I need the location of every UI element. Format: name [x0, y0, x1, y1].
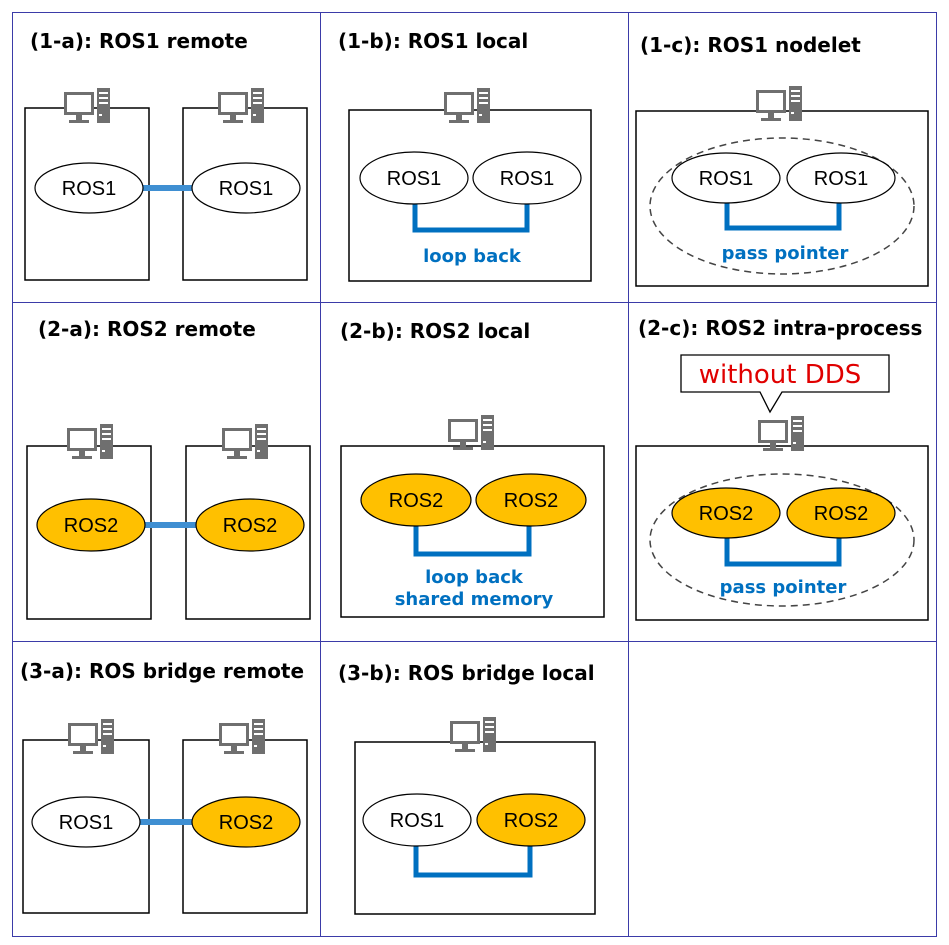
- node-label: ROS1: [814, 168, 868, 190]
- node-label: ROS1: [219, 178, 273, 200]
- node-ellipse: [476, 793, 586, 847]
- cell-2b: (2-b): ROS2 local ROS2 ROS2 loop back sh…: [340, 319, 605, 618]
- node-ellipse: [34, 162, 144, 214]
- cell-1b: (1-b): ROS1 local ROS1 ROS1 loop back: [338, 29, 592, 282]
- node-label: ROS2: [219, 812, 273, 834]
- node-label: ROS2: [64, 515, 118, 537]
- loopback-link: [413, 845, 533, 878]
- cell-2a: (2-a): ROS2 remote ROS2 ROS2: [26, 317, 311, 620]
- cell-title: (2-c): ROS2 intra-process: [638, 316, 922, 340]
- callout-bubble: [680, 354, 890, 414]
- node-label: ROS1: [59, 812, 113, 834]
- node-ellipse: [475, 473, 587, 527]
- node-label: ROS1: [699, 168, 753, 190]
- node-label: ROS2: [389, 490, 443, 512]
- node-label: ROS1: [390, 810, 444, 832]
- node-label: ROS1: [500, 168, 554, 190]
- node-label: ROS2: [223, 515, 277, 537]
- process-boundary: [649, 137, 915, 275]
- cell-title: (1-b): ROS1 local: [338, 29, 528, 53]
- cell-title: (1-a): ROS1 remote: [30, 29, 248, 53]
- node-label: ROS2: [504, 490, 558, 512]
- link-label: pass pointer: [722, 243, 849, 264]
- node-ellipse: [31, 796, 141, 848]
- cell-title: (3-a): ROS bridge remote: [20, 659, 304, 683]
- node-ellipse: [786, 152, 896, 204]
- cell-3b: (3-b): ROS bridge local ROS1 ROS2: [338, 661, 596, 915]
- callout-text: without DDS: [699, 360, 862, 390]
- grid: [12, 12, 937, 937]
- link-label: pass pointer: [720, 577, 847, 598]
- node-ellipse: [472, 151, 582, 205]
- cell-3a: (3-a): ROS bridge remote ROS1 ROS2: [20, 659, 308, 914]
- node-label: ROS2: [699, 503, 753, 525]
- cell-1c: (1-c): ROS1 nodelet ROS1 ROS1 pass point…: [635, 33, 929, 287]
- loopback-link: [412, 202, 530, 233]
- node-ellipse: [671, 152, 781, 204]
- node-ellipse: [36, 498, 146, 552]
- computer-icon: [448, 415, 494, 450]
- pointer-link: [724, 536, 842, 567]
- cell-1a: (1-a): ROS1 remote ROS1 ROS1: [24, 29, 308, 281]
- host-box: [635, 445, 929, 621]
- node-label: ROS2: [814, 503, 868, 525]
- host-box: [340, 445, 605, 618]
- cell-title: (2-b): ROS2 local: [340, 319, 530, 343]
- link-label: loop back: [423, 246, 522, 267]
- node-label: ROS1: [62, 178, 116, 200]
- pointer-link: [724, 200, 842, 231]
- host-box: [635, 110, 929, 287]
- cell-2c: (2-c): ROS2 intra-process without DDS RO…: [635, 316, 929, 621]
- node-ellipse: [359, 151, 469, 205]
- loopback-link: [413, 523, 532, 557]
- node-label: ROS2: [504, 810, 558, 832]
- link-label-2: shared memory: [395, 589, 554, 610]
- cell-title: (3-b): ROS bridge local: [338, 661, 595, 685]
- node-ellipse: [191, 796, 301, 848]
- node-ellipse: [786, 487, 896, 539]
- link-label: loop back: [425, 567, 524, 588]
- node-ellipse: [671, 487, 781, 539]
- process-boundary: [649, 473, 915, 607]
- cell-title: (2-a): ROS2 remote: [38, 317, 256, 341]
- cell-title: (1-c): ROS1 nodelet: [640, 33, 861, 57]
- node-label: ROS1: [387, 168, 441, 190]
- node-ellipse: [360, 473, 472, 527]
- node-ellipse: [191, 162, 301, 214]
- node-ellipse: [195, 498, 305, 552]
- node-ellipse: [362, 793, 472, 847]
